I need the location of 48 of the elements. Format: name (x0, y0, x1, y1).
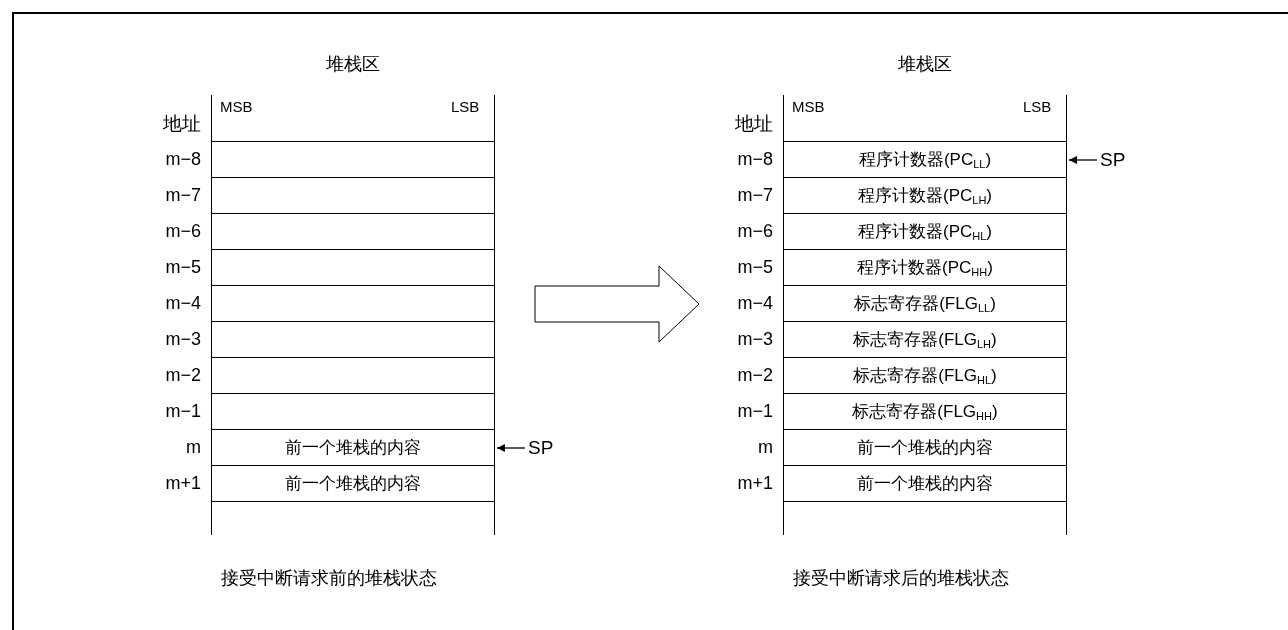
caption: 接受中断请求前的堆栈状态 (221, 567, 437, 589)
address-label: m−1 (164, 400, 201, 422)
empty-stack-cell (212, 141, 494, 178)
address-label: m+1 (164, 472, 201, 494)
stack-cell: 程序计数器(PC$_{HL}$) (784, 214, 1066, 250)
address-label: m (185, 436, 201, 458)
stack-cell: 前一个堆栈的内容 (784, 430, 1066, 466)
stack-heading: 堆栈区 (897, 53, 953, 76)
address-label: m−8 (164, 148, 201, 170)
address-label: m−5 (164, 256, 201, 278)
address-label: m−7 (736, 184, 773, 206)
address-label: m−5 (736, 256, 773, 278)
stack-cell: 程序计数器(PC$_{LL}$) (784, 141, 1066, 178)
address-label: m−2 (736, 364, 773, 386)
address-label: m−2 (164, 364, 201, 386)
address-label: m−3 (736, 328, 773, 350)
caption: 接受中断请求后的堆栈状态 (793, 567, 1009, 589)
address-label: 地址 (162, 113, 201, 135)
bit-label: LSB (1023, 97, 1052, 117)
bit-label: LSB (451, 97, 480, 117)
address-label: m (757, 436, 773, 458)
address-label: 地址 (734, 113, 773, 135)
block-arrow (534, 265, 700, 343)
stack-heading: 堆栈区 (325, 53, 381, 76)
stack-cell: 程序计数器(PC$_{HH}$) (784, 250, 1066, 286)
address-label: m−8 (736, 148, 773, 170)
stack-cell: 前一个堆栈的内容 (212, 466, 494, 502)
stack-cell: 前一个堆栈的内容 (784, 466, 1066, 502)
stack-cell: 标志寄存器(FLG$_{HH}$) (784, 394, 1066, 430)
address-label: m−3 (164, 328, 201, 350)
stack-cell: 标志寄存器(FLG$_{LH}$) (784, 322, 1066, 358)
pointer-label: SP (528, 437, 554, 459)
address-label: m−4 (736, 292, 773, 314)
address-label: m+1 (736, 472, 773, 494)
bit-label: MSB (220, 97, 253, 117)
address-label: m−7 (164, 184, 201, 206)
address-label: m−6 (736, 220, 773, 242)
stack-cell: 标志寄存器(FLG$_{LL}$) (784, 286, 1066, 322)
stack-cell: 标志寄存器(FLG$_{HL}$) (784, 358, 1066, 394)
stack-cell: 程序计数器(PC$_{LH}$) (784, 178, 1066, 214)
pointer-label: SP (1100, 149, 1126, 171)
address-label: m−4 (164, 292, 201, 314)
arrow (1068, 156, 1098, 164)
address-label: m−6 (164, 220, 201, 242)
arrow (496, 444, 526, 452)
stack-cell: 前一个堆栈的内容 (212, 430, 494, 466)
address-label: m−1 (736, 400, 773, 422)
bit-label: MSB (792, 97, 825, 117)
